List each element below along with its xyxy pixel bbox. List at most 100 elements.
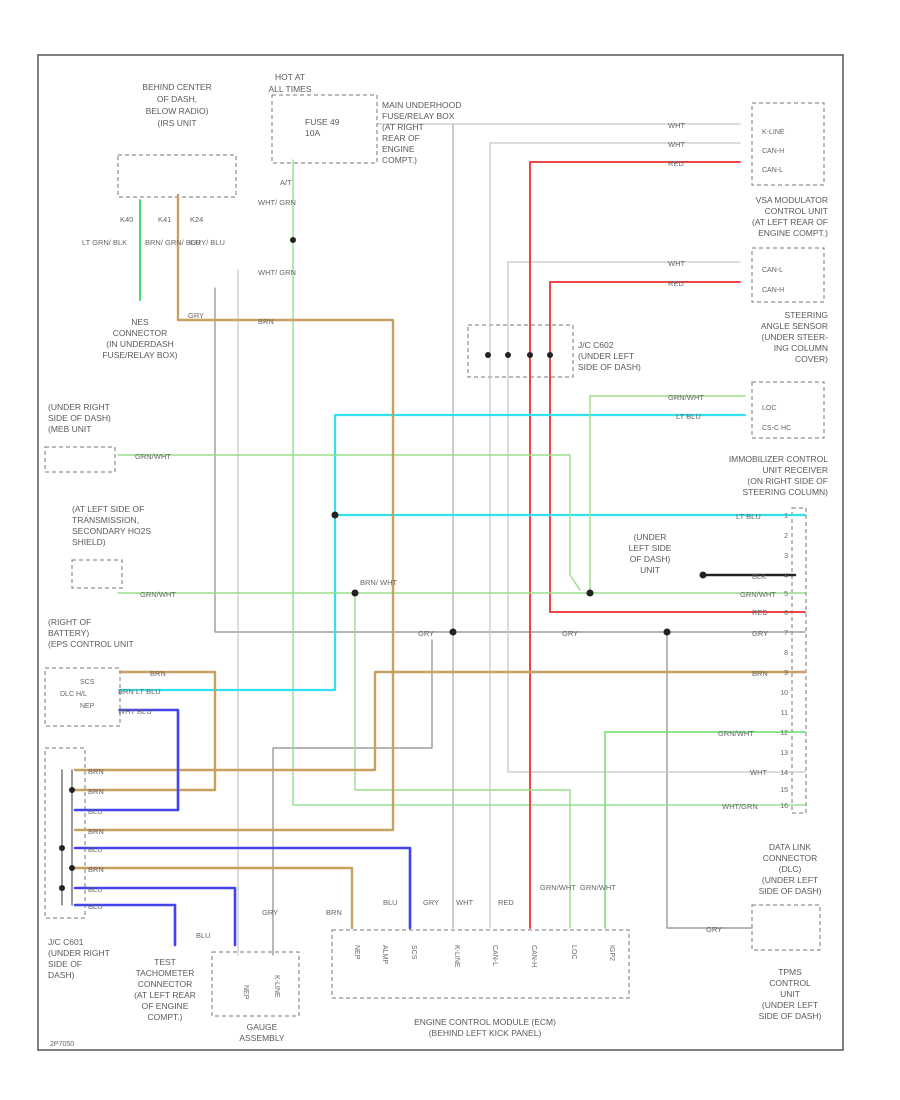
ecm-pin-loc: LOC: [570, 945, 577, 959]
rc-pin-2: 2: [784, 533, 788, 540]
wire-wht-vsa: [507, 261, 806, 773]
ecm-pin-scs: SCS: [410, 945, 417, 960]
jc-c602-box: [467, 324, 574, 378]
wire-blu-gauge2: [73, 903, 177, 947]
pin-gauge-kline: K-LINE: [273, 975, 280, 998]
wl-sp-blu: WHT BLU: [118, 707, 152, 716]
rc-pin-16: 16: [780, 803, 788, 810]
pin-vsa-top-canl: CAN-L: [762, 167, 783, 174]
wl-brn-c601-6: BRN: [88, 865, 104, 874]
pin-steering-csc: CS-C HC: [762, 425, 791, 432]
wire-gry-gauge: [272, 639, 433, 956]
pin-vsa-top-canh: CAN-H: [762, 148, 784, 155]
wires: [61, 123, 807, 956]
wl-red-vsa2: RED: [668, 279, 684, 288]
wire-brn-nes: [73, 193, 395, 832]
splice-dot: [59, 885, 65, 891]
wire-gry-tpms: [666, 631, 753, 929]
rc-pin-6: 6: [784, 610, 788, 617]
rc-pin-15: 15: [780, 787, 788, 794]
wl-brn-c601-1: BRN: [88, 767, 104, 776]
wl-grnwht-12: GRN/WHT: [718, 729, 754, 738]
ecm-box: [331, 929, 630, 999]
splice-dot: [351, 589, 359, 597]
wire-red-vsa-unit: [549, 281, 806, 613]
ecm-pin-almp: ALMP: [381, 945, 388, 964]
rc-pin-10: 10: [780, 690, 788, 697]
wl-gry-top: GRY: [188, 311, 204, 320]
wl-grnwht-right: GRN/WHT: [740, 590, 776, 599]
wl-ltblu-steering: LT BLU: [676, 412, 701, 421]
wl-grnwht-trans: GRN/WHT: [140, 590, 176, 599]
wl-wht-ecm: WHT: [456, 898, 473, 907]
wl-k41: K41: [158, 215, 171, 224]
dash-center-unit-box: [117, 154, 237, 198]
wl-ltblu-imm: LT BLU: [736, 512, 761, 521]
wire-wht-k: [292, 159, 806, 806]
diagram-frame: [37, 54, 844, 1051]
wire-gry-main: [214, 287, 806, 633]
wl-brn-ecm: BRN: [326, 908, 342, 917]
gauge-box: [211, 951, 300, 1017]
splice-dot: [290, 237, 296, 243]
splice-dot: [69, 865, 75, 871]
rc-pin-11: 11: [781, 710, 788, 717]
figure-code: 2P7050: [50, 1041, 74, 1048]
rc-pin-14: 14: [780, 770, 788, 777]
wl-grnwht-steering: GRN/WHT: [668, 393, 704, 402]
ecm-pin-canh: CAN-H: [530, 945, 537, 967]
wl-gry-mid2: GRY: [562, 629, 578, 638]
wl-blu-c601-3: BLU: [88, 807, 103, 816]
wl-whtgrn-v2: WHT/ GRN: [258, 268, 296, 277]
splice-dots: [59, 237, 707, 891]
splice-dot: [527, 352, 533, 358]
dlc-box: [751, 904, 821, 951]
splice-dot: [59, 845, 65, 851]
splice-dot: [505, 352, 511, 358]
wl-blu-c601-5: BLU: [88, 845, 103, 854]
vsa-unit-box: [751, 247, 825, 303]
wl-wht-14: WHT: [750, 768, 767, 777]
wire-grnwht-steering: [589, 395, 746, 596]
label-ecm: ENGINE CONTROL MODULE (ECM)(BEHIND LEFT …: [414, 1017, 556, 1038]
component-boxes: [44, 94, 825, 1017]
wire-blu-gauge1: [73, 886, 237, 947]
wl-brn-c601-4: BRN: [88, 827, 104, 836]
rc-pin-1: 1: [784, 513, 788, 520]
wl-gry-ecm: GRY: [423, 898, 439, 907]
rc-pin-13: 13: [780, 750, 788, 757]
right-connector-pins: 1 2 3 4 5 6 7 8 9 10 11 12 13 14 15 16: [780, 513, 788, 810]
splice-dot: [699, 571, 707, 579]
wl-blu-tacho: BLU: [196, 931, 211, 940]
splice-dot: [69, 787, 75, 793]
transmission-box: [71, 559, 123, 589]
wl-blk: BLK: [752, 572, 766, 581]
splice-dot: [663, 628, 671, 636]
wl-gry-blu: GRY/ BLU: [190, 238, 225, 247]
wl-gry-right: GRY: [752, 629, 768, 638]
splice-dot: [586, 589, 594, 597]
wire-wht-canh: [489, 142, 741, 929]
pin-labels: K-LINE CAN-H CAN-L CAN-L CAN-H LOC CS-C …: [242, 129, 791, 1000]
pin-steering-loc: LOC: [762, 405, 776, 412]
rc-pin-5: 5: [784, 591, 788, 598]
steering-sensor-box: [751, 381, 825, 439]
ecm-pin-kline: K-LINE: [453, 945, 460, 968]
wire-grnwht-ecm2: [604, 731, 806, 929]
wl-red-right: RED: [752, 608, 768, 617]
wl-grnwht-ecm2: GRN/WHT: [580, 883, 616, 892]
wl-gry-dlc: GRY: [706, 925, 722, 934]
wl-wht-vsa2: WHT: [668, 259, 685, 268]
wl-red-canl: RED: [668, 159, 684, 168]
splice-dot: [449, 628, 457, 636]
